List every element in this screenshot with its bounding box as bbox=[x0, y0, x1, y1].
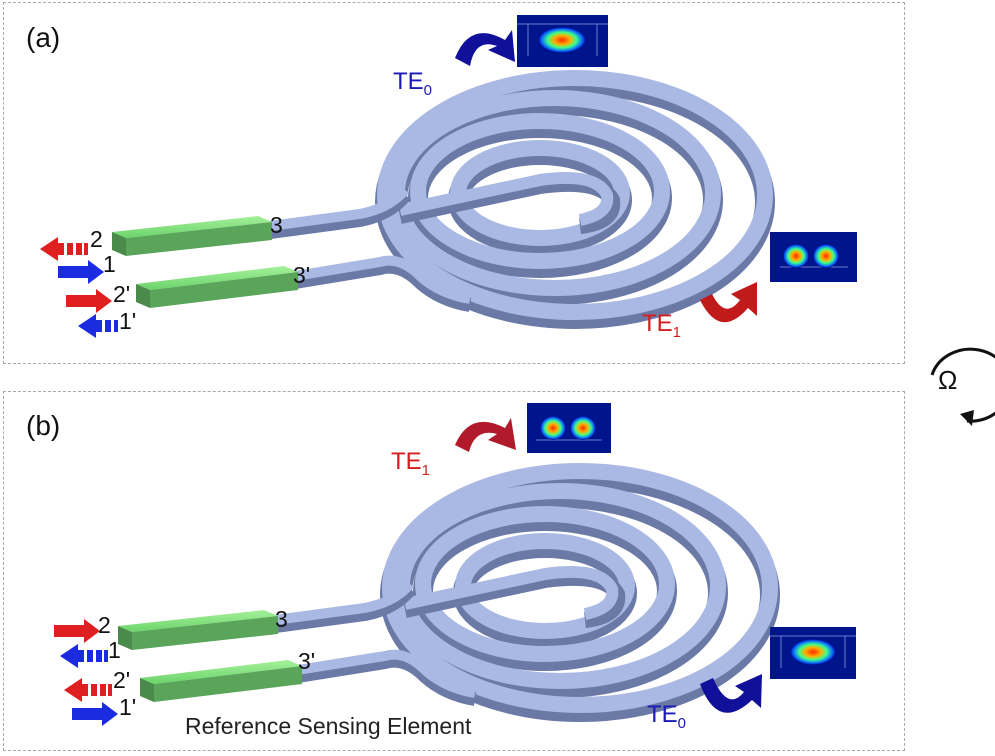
omega-symbol: Ω bbox=[938, 365, 958, 395]
port-2p-label-a: 2' bbox=[113, 281, 131, 307]
te0-label-a: TE0 bbox=[393, 68, 433, 99]
port-2-label-a: 2 bbox=[90, 226, 103, 252]
spiral-waveguide-b bbox=[274, 463, 780, 722]
grating-couplers-b bbox=[118, 610, 302, 702]
port-1p-label-b: 1' bbox=[119, 694, 137, 720]
te1-label-a: TE1 bbox=[642, 310, 682, 341]
port-1p-label-a: 1' bbox=[119, 308, 137, 334]
panel-a-label: (a) bbox=[26, 22, 61, 53]
te1-label-b: TE1 bbox=[391, 448, 431, 479]
port-3-label-b: 3 bbox=[275, 606, 288, 632]
port-2-label-b: 2 bbox=[98, 612, 111, 638]
mode-image-te0-a bbox=[517, 15, 608, 67]
te0-curved-arrow-a bbox=[455, 30, 515, 66]
mode-image-te1-a bbox=[770, 232, 857, 282]
spiral-waveguide-a bbox=[269, 70, 775, 329]
panel-a bbox=[3, 2, 905, 364]
port-3-label-a: 3 bbox=[270, 212, 283, 238]
te0-curved-arrow-b bbox=[700, 674, 762, 713]
port-1-label-a: 1 bbox=[103, 251, 116, 277]
port-arrows-a bbox=[40, 237, 118, 338]
port-arrows-b bbox=[54, 619, 118, 726]
panel-b bbox=[3, 391, 905, 751]
reference-caption: Reference Sensing Element bbox=[185, 713, 472, 739]
te1-curved-arrow-b bbox=[455, 418, 516, 452]
port-1-label-b: 1 bbox=[108, 637, 121, 663]
panel-b-label: (b) bbox=[26, 410, 61, 441]
port-3p-label-a: 3' bbox=[293, 262, 311, 288]
mode-image-te0-b bbox=[770, 627, 856, 679]
te0-label-b: TE0 bbox=[647, 701, 687, 732]
mode-image-te1-b bbox=[527, 403, 611, 453]
grating-couplers-a bbox=[112, 216, 298, 308]
port-2p-label-b: 2' bbox=[113, 667, 131, 693]
port-3p-label-b: 3' bbox=[298, 648, 316, 674]
te1-curved-arrow-a bbox=[700, 282, 757, 323]
rotation-arrow-icon bbox=[930, 347, 995, 426]
